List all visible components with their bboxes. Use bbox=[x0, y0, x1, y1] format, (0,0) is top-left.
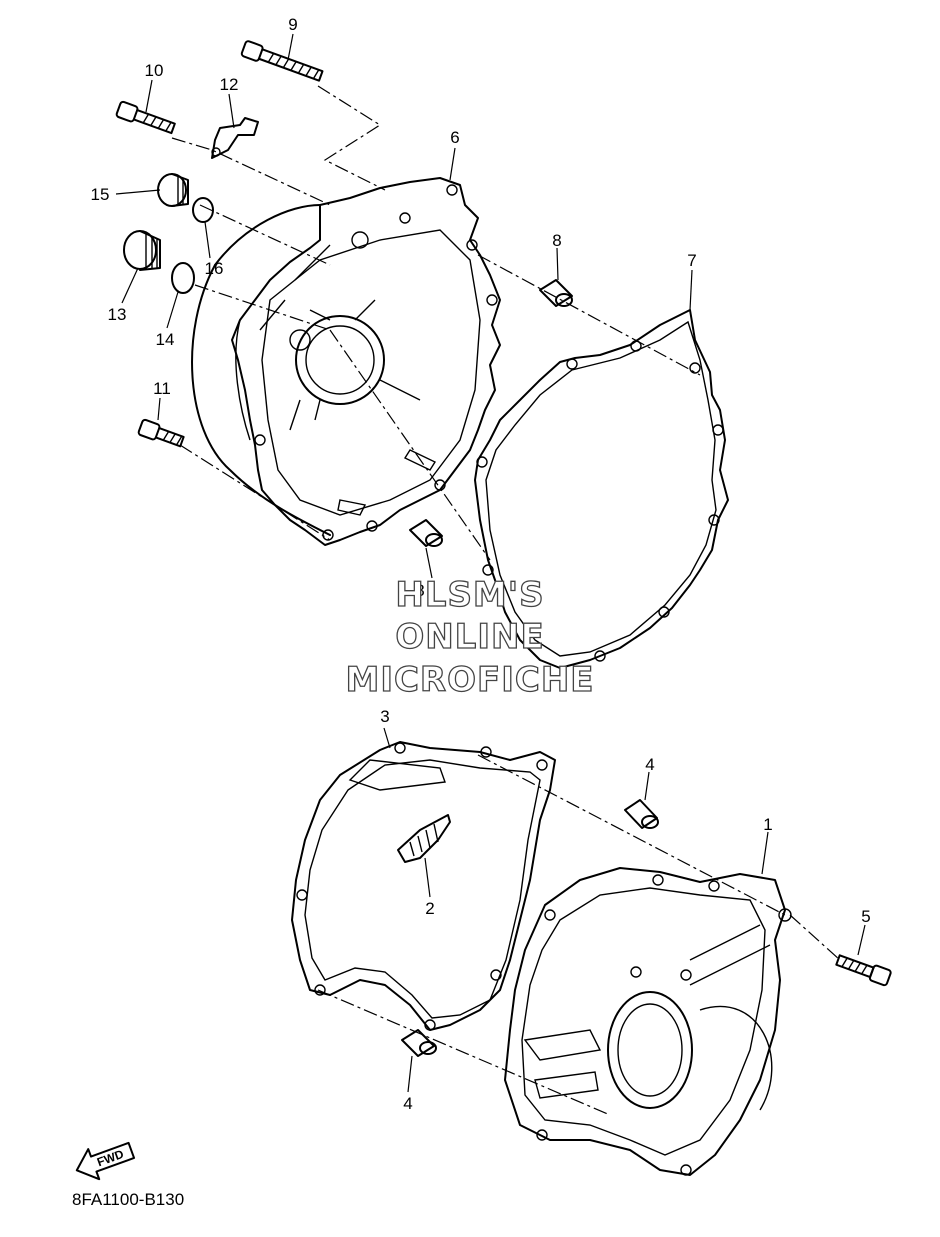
bolt-10-icon bbox=[115, 100, 176, 135]
bolt-9-icon bbox=[240, 40, 324, 82]
watermark-line-1: HLSM'S bbox=[395, 575, 544, 615]
gasket-7-icon bbox=[474, 309, 729, 669]
part-number-16: 16 bbox=[205, 259, 224, 278]
bracket-12-icon bbox=[211, 117, 259, 159]
fwd-arrow-icon: FWD bbox=[75, 1141, 136, 1181]
part-number-8: 8 bbox=[415, 581, 424, 600]
part-number-9: 9 bbox=[288, 15, 297, 34]
part-number-12: 12 bbox=[220, 75, 239, 94]
crankcase-cover-6-icon bbox=[191, 177, 501, 546]
bolt-11-icon bbox=[137, 418, 185, 448]
crankcase-cover-1-icon bbox=[504, 867, 792, 1176]
part-number-10: 10 bbox=[145, 61, 164, 80]
plug-13-icon bbox=[123, 230, 161, 271]
dowel-4-icon bbox=[624, 799, 659, 829]
o-ring-16-icon bbox=[192, 197, 214, 223]
part-number-13: 13 bbox=[108, 305, 127, 324]
part-number-2: 2 bbox=[425, 899, 434, 918]
dowel-4-icon bbox=[401, 1029, 437, 1057]
part-number-8: 8 bbox=[552, 231, 561, 250]
dowel-8-icon bbox=[539, 279, 573, 307]
guide-2-icon bbox=[397, 814, 451, 863]
leader-lines bbox=[115, 33, 866, 1093]
watermark-line-2: ONLINE bbox=[395, 617, 544, 657]
watermark-line-3: MICROFICHE bbox=[345, 660, 594, 700]
part-number-6: 6 bbox=[450, 128, 459, 147]
part-number-7: 7 bbox=[687, 251, 696, 270]
part-number-14: 14 bbox=[156, 330, 175, 349]
part-number-4: 4 bbox=[645, 755, 654, 774]
part-number-4: 4 bbox=[403, 1094, 412, 1113]
part-numbers: 1 2 3 4 4 5 6 7 8 8 9 10 11 12 13 14 15 … bbox=[91, 15, 871, 1113]
dowel-8-icon bbox=[409, 519, 443, 547]
diagram-code: 8FA1100-B130 bbox=[72, 1190, 184, 1209]
gasket-3-icon bbox=[291, 741, 556, 1031]
part-number-1: 1 bbox=[763, 815, 772, 834]
o-ring-14-icon bbox=[171, 262, 195, 294]
bolt-5-icon bbox=[835, 954, 892, 987]
part-number-3: 3 bbox=[380, 707, 389, 726]
plug-15-icon bbox=[157, 173, 189, 207]
part-number-5: 5 bbox=[861, 907, 870, 926]
part-number-11: 11 bbox=[153, 379, 171, 398]
part-number-15: 15 bbox=[91, 185, 110, 204]
watermark: HLSM'S ONLINE MICROFICHE bbox=[345, 574, 594, 700]
